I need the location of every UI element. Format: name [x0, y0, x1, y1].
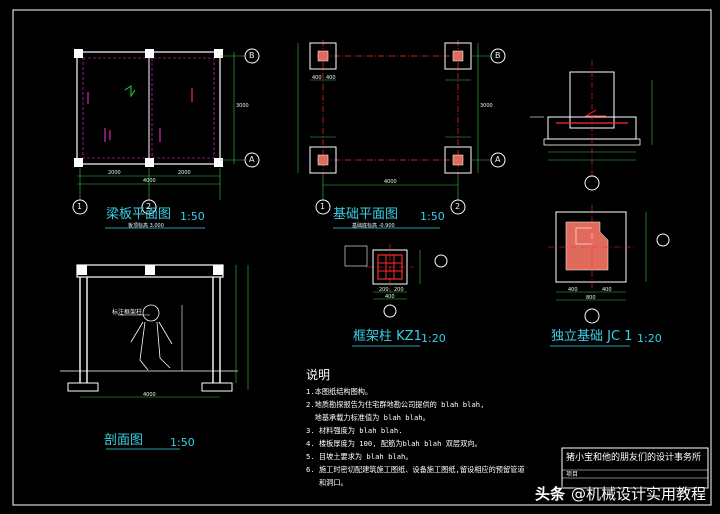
- foundation-dim-2: 400: [326, 75, 336, 81]
- note-line: 地基承载力标准值为 blah blah。: [306, 413, 430, 422]
- notes-list: 1.本图纸结构图构。 2.地质勘探报告为住宅群地勘公司提供的 blah blah,…: [306, 387, 566, 488]
- beam-dim-left: 2000: [108, 170, 121, 176]
- beam-plan-title: 梁板平面图: [106, 207, 172, 222]
- section-view: [60, 264, 249, 450]
- column-dim-total: 400: [385, 294, 395, 300]
- section-scale: 1:50: [170, 436, 195, 449]
- section-dim-total: 4000: [143, 392, 156, 398]
- column-scale: 1:20: [421, 332, 446, 345]
- beam-axis-b: B: [249, 51, 255, 60]
- beam-plan-subtitle: 板顶标高 3.000: [128, 223, 164, 229]
- note-line: 1.本图纸结构图构。: [306, 387, 373, 396]
- foundation-plan: [297, 40, 506, 229]
- section-figure-label: 标注框架柱: [112, 309, 143, 316]
- jc1-title: 独立基础 JC 1: [551, 329, 633, 344]
- jc1-dim-total: 800: [586, 295, 596, 301]
- title-block: [561, 447, 709, 489]
- title-block-firm: 猪小宝和他的朋友们的设计事务所: [566, 453, 702, 463]
- foundation-dim-1: 400: [312, 75, 322, 81]
- foundation-axis-b: B: [495, 51, 501, 60]
- note-line: 3. 材料强度为 blah blah.: [306, 426, 403, 435]
- jc1-scale: 1:20: [637, 332, 662, 345]
- foundation-plan-title: 基础平面图: [333, 207, 399, 222]
- foundation-dim-side: 3000: [480, 103, 493, 109]
- watermark: 头条 @机械设计实用教程: [535, 483, 706, 504]
- foundation-plan-subtitle: 基础底标高 -0.900: [352, 223, 395, 229]
- beam-dim-side: 3000: [236, 103, 249, 109]
- watermark-source: 头条: [534, 485, 565, 503]
- jc1-plan: [548, 205, 670, 347]
- beam-axis-1: 1: [77, 202, 83, 211]
- beam-plan: [72, 48, 260, 229]
- note-line: 和洞口。: [306, 478, 348, 487]
- watermark-handle: @机械设计实用教程: [570, 485, 706, 503]
- column-title: 框架柱 KZ1: [353, 329, 422, 344]
- column-dim-1: 200: [379, 287, 389, 293]
- notes-block: 说明 1.本图纸结构图构。 2.地质勘探报告为住宅群地勘公司提供的 blah bl…: [306, 366, 566, 491]
- note-line: 5. 目坡土要求为 blah blah。: [306, 452, 413, 461]
- jc1-dim-2: 400: [602, 287, 612, 293]
- beam-axis-2: 2: [146, 202, 152, 211]
- notes-heading: 说明: [306, 368, 331, 382]
- column-kz1: [344, 244, 448, 347]
- note-line: 4. 楼板厚度为 100, 配筋为blah blah 双层双向。: [306, 439, 482, 448]
- sheet-border: [12, 9, 712, 506]
- beam-axis-a: A: [249, 155, 255, 164]
- foundation-axis-a: A: [495, 155, 501, 164]
- foundation-axis-2: 2: [455, 202, 461, 211]
- beam-dim-total: 4000: [143, 178, 156, 184]
- foundation-axis-1: 1: [320, 202, 326, 211]
- jc1-dim-1: 400: [568, 287, 578, 293]
- foundation-plan-scale: 1:50: [420, 210, 445, 223]
- note-line: 6. 施工时密切配建筑施工图纸、设备施工图纸,留设相应的预留管道: [306, 465, 525, 474]
- section-title: 剖面图: [104, 433, 144, 448]
- foundation-dim-total: 4000: [384, 179, 397, 185]
- column-dim-2: 200: [394, 287, 404, 293]
- footing-section: [530, 60, 653, 191]
- title-block-row: 项目: [566, 471, 579, 478]
- beam-plan-scale: 1:50: [180, 210, 205, 223]
- note-line: 2.地质勘探报告为住宅群地勘公司提供的 blah blah,: [306, 400, 485, 409]
- beam-dim-right: 2000: [178, 170, 191, 176]
